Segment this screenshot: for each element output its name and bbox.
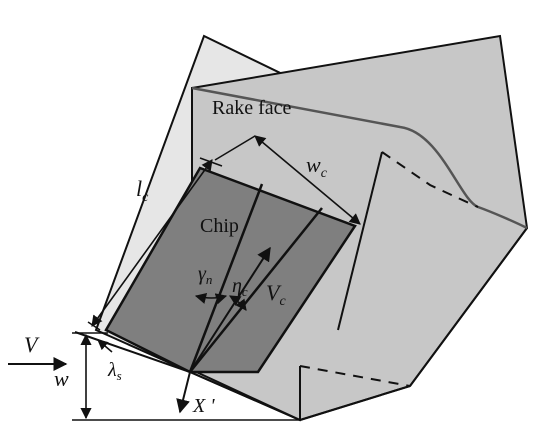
v-label: V	[24, 332, 40, 357]
x-prime-arrow	[176, 371, 191, 414]
gamma-n-label: γn	[198, 263, 212, 287]
wc-ext	[214, 135, 256, 161]
lc-label: lc	[136, 176, 149, 205]
rake-face-edge-right	[409, 227, 528, 387]
eta-c-arc	[229, 295, 247, 311]
cutting-edge	[74, 331, 191, 373]
gamma-n-arc	[194, 293, 228, 305]
rake-front-edge	[337, 151, 383, 331]
chip-line-right	[189, 207, 323, 373]
lc-dimension-arrow	[91, 159, 213, 327]
lambda-s-label: λs	[107, 359, 122, 383]
w-label: w	[54, 366, 69, 391]
wc-label: wc	[306, 152, 328, 181]
rake-face-label: Rake face	[212, 97, 292, 119]
hidden-edge-upper	[381, 151, 479, 208]
wc-dimension-arrow	[254, 135, 361, 225]
chip-label: Chip	[200, 215, 239, 237]
chip-curl-curve	[191, 86, 528, 230]
eta-c-label: ηc	[232, 275, 248, 299]
chip-line-left	[188, 183, 264, 373]
vc-label: Vc	[266, 280, 286, 309]
x-prime-label: X '	[192, 395, 215, 417]
hidden-edge-lower	[299, 365, 411, 387]
lambda-s-arrow	[97, 339, 113, 353]
